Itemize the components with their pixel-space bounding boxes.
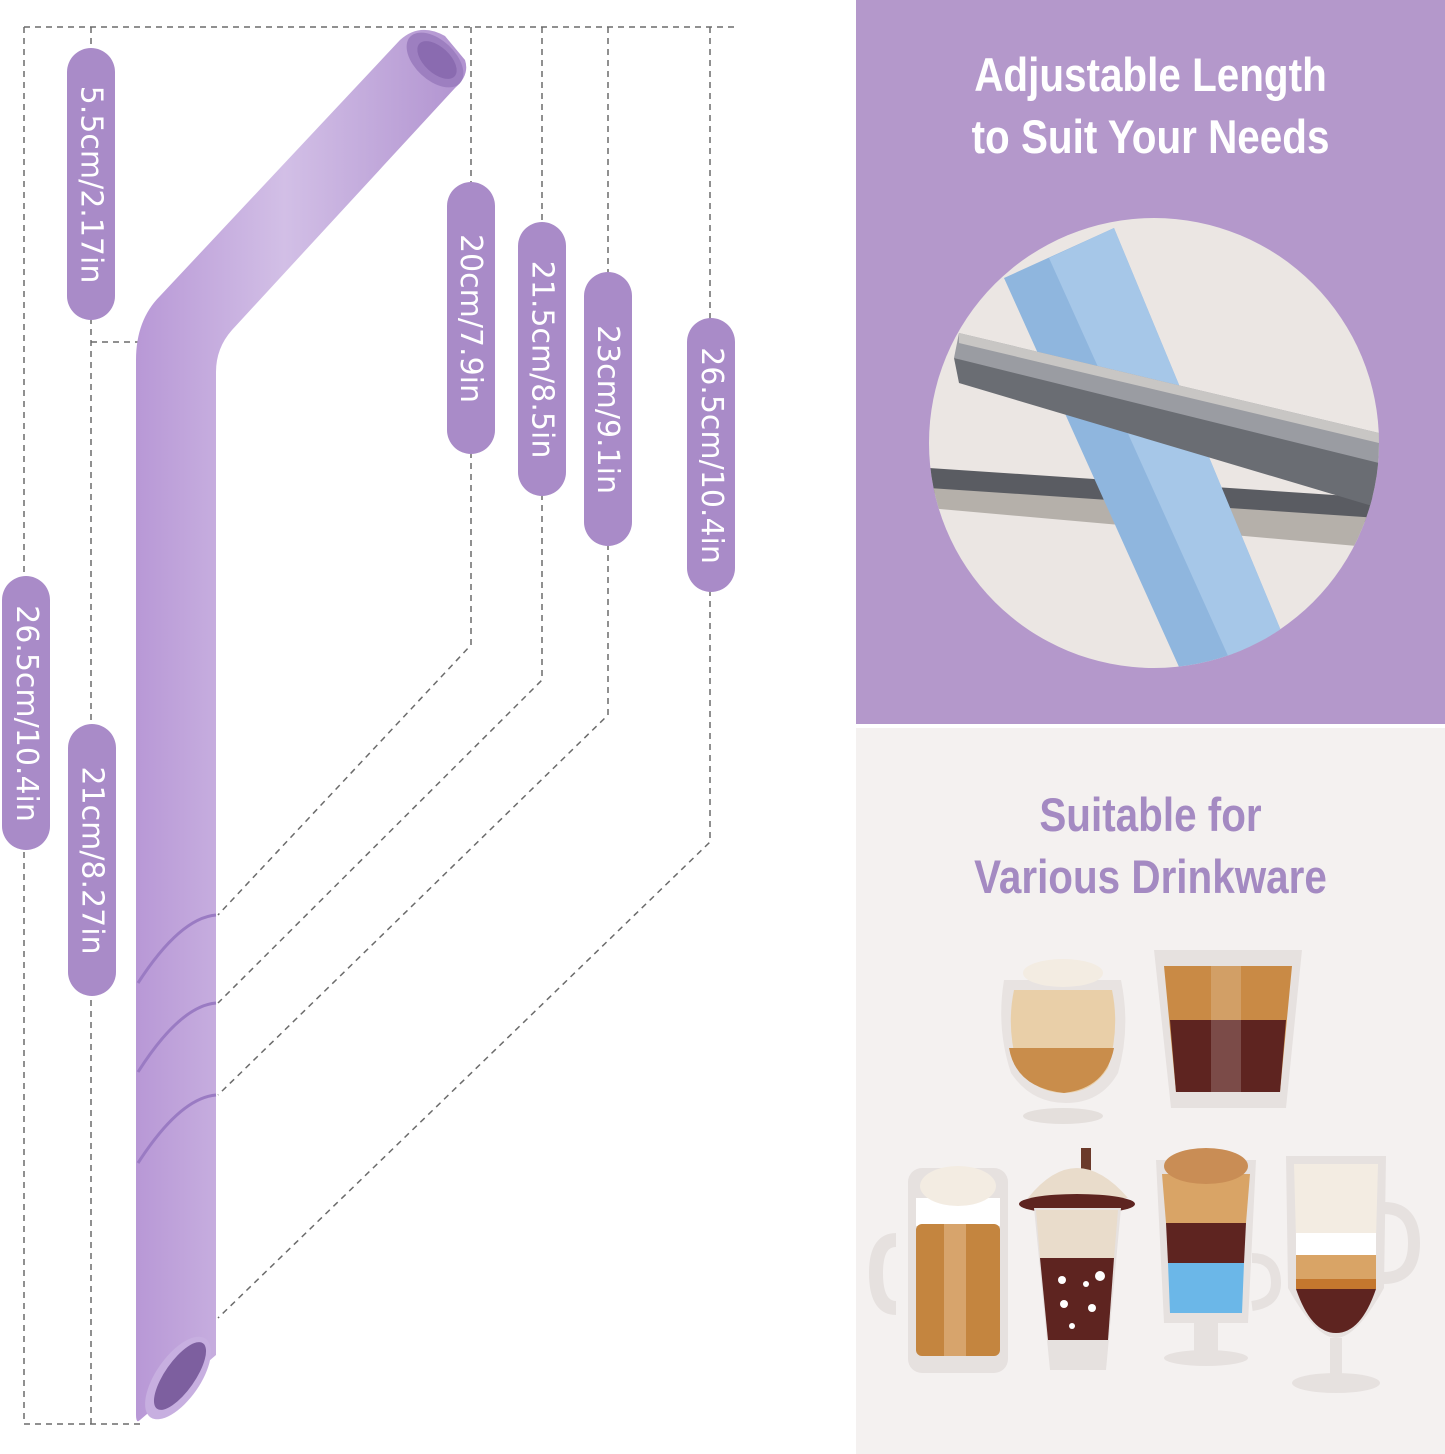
label-cut-21-5cm: 21.5cm/8.5in (518, 222, 566, 496)
latte-mug-icon (868, 1166, 1008, 1373)
label-cut-20cm: 20cm/7.9in (447, 182, 495, 454)
label-cut-26-5cm: 26.5cm/10.4in (687, 318, 735, 592)
straw-illustration (23, 26, 738, 1425)
adjustable-length-panel: Adjustable Length to Suit Your Needs (856, 0, 1445, 724)
label-total-height: 26.5cm/10.4in (2, 576, 50, 850)
scissors-cutting-straw-image (929, 218, 1379, 668)
label-cut-23cm: 23cm/9.1in (584, 272, 632, 546)
snifter-glass-icon (1001, 959, 1126, 1124)
frappe-cup-icon (1019, 1148, 1135, 1370)
drinkware-panel: Suitable for Various Drinkware (856, 728, 1445, 1454)
label-tip-segment: 5.5cm/2.17in (67, 48, 115, 320)
shot-glass-icon (1154, 950, 1302, 1108)
coffee-drinks-illustration (868, 950, 1421, 1393)
straw-body (136, 29, 467, 1422)
layered-coffee-glass-icon (1156, 1148, 1282, 1366)
drinkware-heading: Suitable for Various Drinkware (974, 788, 1327, 903)
goblet-glass-icon (1286, 1156, 1421, 1393)
adjustable-length-heading: Adjustable Length to Suit Your Needs (971, 48, 1330, 163)
dimension-guide-lines (23, 26, 738, 1425)
straw-dimension-diagram: 5.5cm/2.17in 20cm/7.9in 21.5cm/8.5in 23c… (2, 26, 738, 1425)
label-long-segment: 21cm/8.27in (68, 724, 116, 996)
cut-grooves (136, 913, 217, 1164)
